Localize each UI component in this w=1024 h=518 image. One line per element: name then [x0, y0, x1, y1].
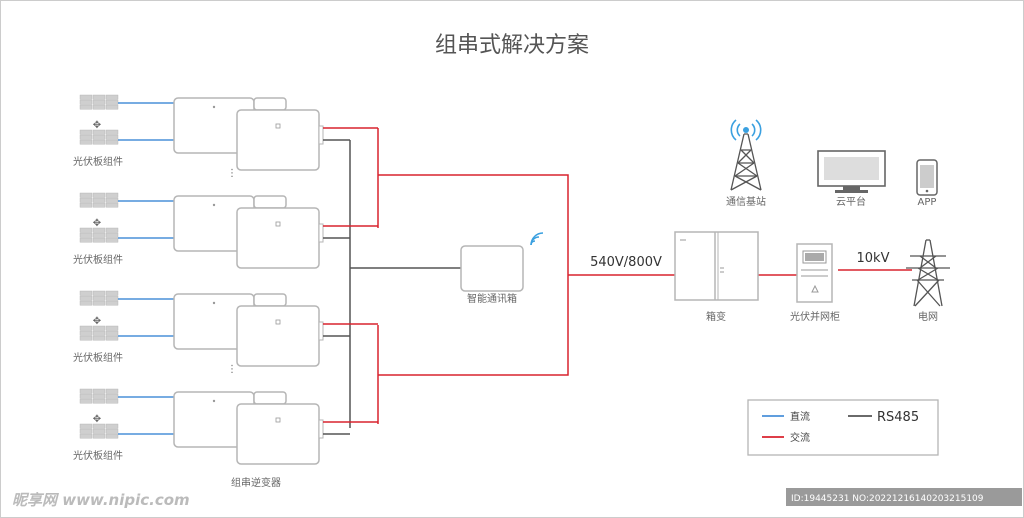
cloud-label: 云平台 — [836, 195, 866, 208]
pv-label: 光伏板组件 — [73, 449, 123, 462]
grid-connection-cabinet: 光伏并网柜 — [790, 243, 840, 323]
inverter-front — [236, 109, 320, 171]
pv-panel-array — [79, 192, 119, 208]
box-transformer: 箱变 — [674, 231, 759, 323]
smart-comm-box: 智能通讯箱 — [460, 232, 544, 305]
trunk-lines — [350, 174, 912, 376]
watermark-id-bar — [786, 488, 1022, 506]
grid-label: 电网 — [918, 310, 938, 323]
legend: 直流 交流 RS485 — [747, 399, 939, 456]
diagram-title: 组串式解决方案 — [435, 33, 589, 58]
cloud-platform-monitor-icon — [817, 150, 886, 193]
connector-icon: ✥ — [93, 120, 101, 131]
inverter-label: 组串逆变器 — [231, 476, 281, 489]
inverter-front — [236, 305, 320, 367]
connector-icon: ✥ — [93, 414, 101, 425]
pv-label: 光伏板组件 — [73, 253, 123, 266]
pv-inverter-group: ✥ 光伏板组件 ⋮ — [73, 94, 378, 179]
tower-label: 通信基站 — [726, 195, 766, 208]
grid-voltage-label: 10kV — [857, 251, 890, 266]
pv-panel-array — [79, 290, 119, 306]
pv-panel-array — [79, 94, 119, 110]
pv-panel-array — [79, 227, 119, 243]
pv-inverter-group: ✥ 光伏板组件 — [73, 192, 378, 269]
pv-inverter-group: ✥ 光伏板组件 ⋮ — [73, 290, 378, 375]
pv-panel-array — [79, 388, 119, 404]
comm-box-label: 智能通讯箱 — [467, 292, 517, 305]
wifi-icon — [530, 232, 544, 246]
ellipsis-marker: ⋮ — [227, 168, 237, 179]
legend-ac-label: 交流 — [790, 431, 810, 444]
pv-panel-array — [79, 423, 119, 439]
ellipsis-marker: ⋮ — [227, 364, 237, 375]
legend-dc-label: 直流 — [790, 410, 810, 423]
connector-icon: ✥ — [93, 316, 101, 327]
grid-cabinet-label: 光伏并网柜 — [790, 310, 840, 323]
grid-pylon-icon — [906, 239, 950, 307]
connector-icon: ✥ — [93, 218, 101, 229]
communication-tower-icon — [730, 119, 762, 191]
watermark: 昵享网 www.nipic.com ID:19445231 NO:2022121… — [12, 488, 1022, 509]
inverter-front — [236, 403, 320, 465]
watermark-id: ID:19445231 NO:20221216140203215109 — [791, 494, 984, 504]
transformer-label: 箱变 — [706, 310, 726, 323]
app-label: APP — [918, 197, 937, 208]
pv-inverter-groups: ✥ 光伏板组件 ⋮ ✥ 光伏板组件 ✥ 光伏板组件 ⋮ ✥ 光伏板组件 — [73, 94, 379, 465]
watermark-brand: 昵享网 www.nipic.com — [12, 491, 190, 509]
ac-voltage-label: 540V/800V — [590, 255, 662, 270]
app-phone-icon — [916, 159, 938, 196]
pv-panel-array — [79, 129, 119, 145]
pv-inverter-group: ✥ 光伏板组件 — [73, 388, 378, 465]
pv-label: 光伏板组件 — [73, 351, 123, 364]
pv-label: 光伏板组件 — [73, 155, 123, 168]
legend-rs485-label: RS485 — [877, 410, 919, 425]
pv-panel-array — [79, 325, 119, 341]
inverter-front — [236, 207, 320, 269]
